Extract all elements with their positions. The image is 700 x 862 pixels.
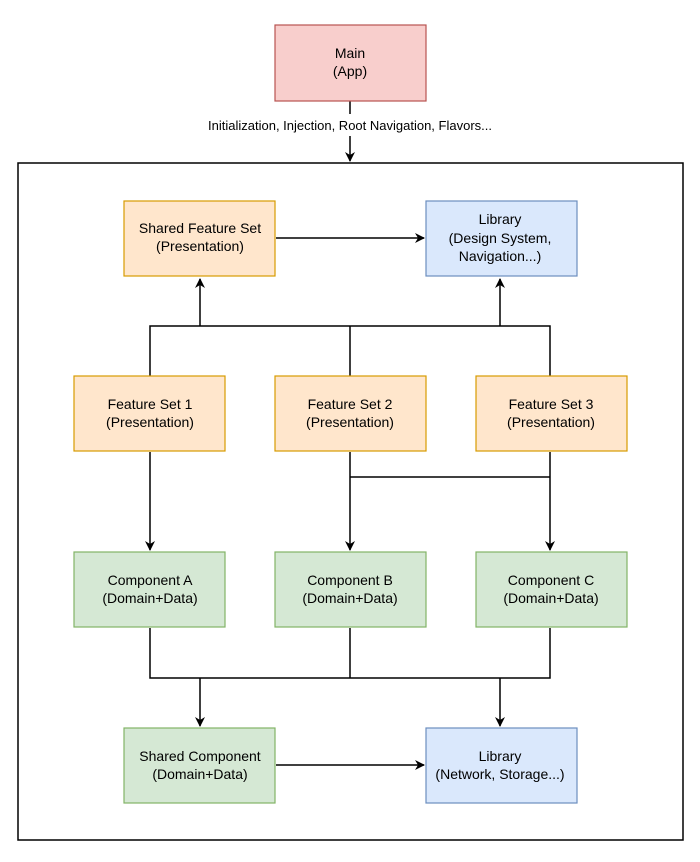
node-feature-set-2-border [274, 375, 427, 452]
edges [145, 101, 555, 770]
node-main-border [274, 24, 427, 102]
node-component-b-box [275, 552, 426, 627]
node-library-ui-line3: Navigation...) [459, 248, 541, 264]
node-library-ui-box [426, 201, 577, 276]
node-shared-feature-set-border [123, 200, 276, 277]
node-library-ui-line2: (Design System, [449, 230, 552, 246]
node-component-a-subtitle: (Domain+Data) [102, 590, 197, 606]
node-shared-component: Shared Component (Domain+Data) [123, 727, 276, 804]
node-feature-set-3-subtitle: (Presentation) [507, 414, 595, 430]
node-feature-set-2-title: Feature Set 2 [308, 396, 393, 412]
node-main-title: Main [335, 45, 365, 61]
node-library-ui: Library (Design System, Navigation...) [425, 200, 578, 277]
node-feature-set-1: Feature Set 1 (Presentation) [73, 375, 226, 452]
edge-label-main: Initialization, Injection, Root Navigati… [208, 118, 492, 133]
node-library-data: Library (Network, Storage...) [425, 727, 578, 804]
node-component-c-title: Component C [508, 572, 594, 588]
node-component-a-title: Component A [108, 572, 193, 588]
node-component-c-subtitle: (Domain+Data) [503, 590, 598, 606]
node-feature-set-1-subtitle: (Presentation) [106, 414, 194, 430]
node-component-b-subtitle: (Domain+Data) [302, 590, 397, 606]
node-shared-component-box [124, 728, 275, 803]
node-shared-feature-set-box [124, 201, 275, 276]
node-component-a-box [74, 552, 225, 627]
modules-container [17, 162, 684, 841]
node-shared-component-border [123, 727, 276, 804]
node-component-b-title: Component B [307, 572, 393, 588]
node-feature-set-1-title: Feature Set 1 [108, 396, 193, 412]
node-main-subtitle: (App) [333, 63, 367, 79]
node-library-data-border [425, 727, 578, 804]
node-feature-set-1-box [74, 376, 225, 451]
edge-label-background [196, 114, 506, 136]
node-component-b-border [274, 551, 427, 628]
node-shared-feature-set-title: Shared Feature Set [139, 220, 261, 236]
node-component-a: Component A (Domain+Data) [73, 551, 226, 628]
node-feature-set-2-subtitle: (Presentation) [306, 414, 394, 430]
node-library-ui-title: Library [479, 211, 522, 227]
node-library-data-box [426, 728, 577, 803]
node-component-b: Component B (Domain+Data) [274, 551, 427, 628]
node-library-data-subtitle: (Network, Storage...) [435, 766, 564, 782]
node-feature-set-3-box [476, 376, 627, 451]
node-library-data-title: Library [479, 748, 522, 764]
node-feature-set-2-box [275, 376, 426, 451]
node-shared-component-title: Shared Component [139, 748, 261, 764]
node-feature-set-2: Feature Set 2 (Presentation) [274, 375, 427, 452]
node-component-a-border [73, 551, 226, 628]
node-component-c-box [476, 552, 627, 627]
node-feature-set-3: Feature Set 3 (Presentation) [475, 375, 628, 452]
node-shared-feature-set-subtitle: (Presentation) [156, 238, 244, 254]
node-main-box [275, 25, 426, 101]
node-feature-set-3-title: Feature Set 3 [509, 396, 594, 412]
node-main: Main (App) [274, 24, 427, 102]
node-feature-set-1-border [73, 375, 226, 452]
node-component-c-border [475, 551, 628, 628]
node-component-c: Component C (Domain+Data) [475, 551, 628, 628]
node-library-ui-border [425, 200, 578, 277]
node-feature-set-3-border [475, 375, 628, 452]
node-shared-component-subtitle: (Domain+Data) [152, 766, 247, 782]
node-shared-feature-set: Shared Feature Set (Presentation) [123, 200, 276, 277]
